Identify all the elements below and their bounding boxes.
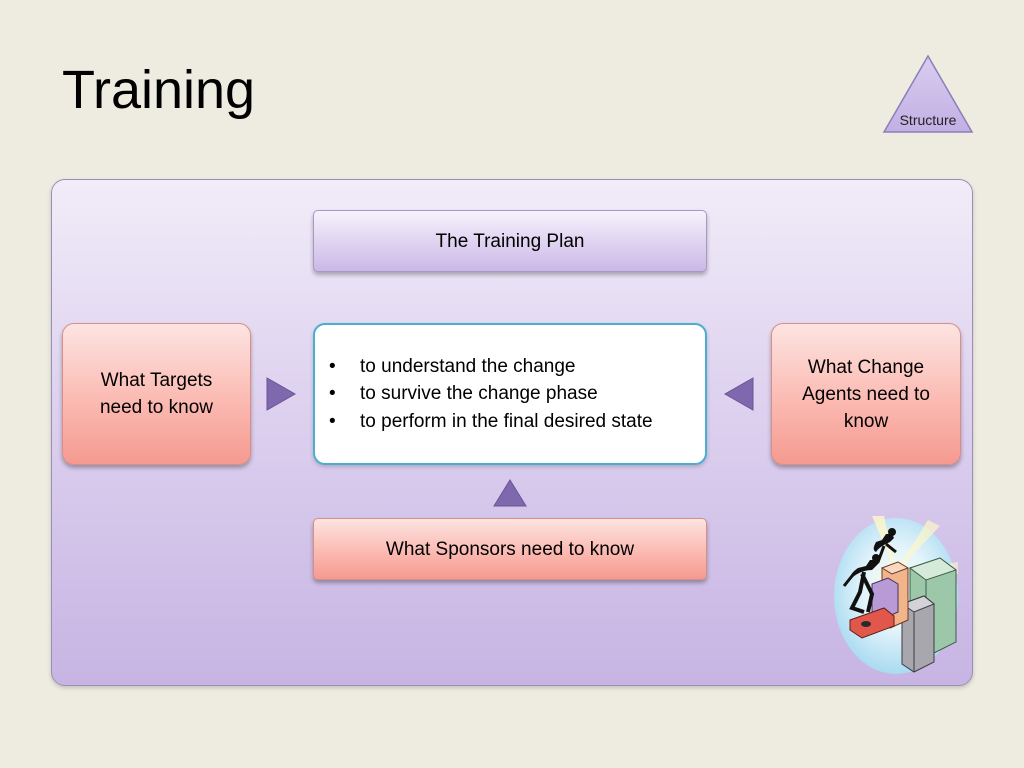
- list-item: • to understand the change: [329, 353, 653, 381]
- bullet-icon: •: [329, 355, 336, 377]
- bullet-icon: •: [329, 383, 336, 405]
- change-agents-box: What Change Agents need to know: [771, 323, 961, 465]
- training-goals-list: • to understand the change • to survive …: [329, 353, 653, 436]
- goal-text: to survive the change phase: [360, 383, 598, 405]
- page-title: Training: [62, 60, 256, 120]
- arrow-up-icon: [493, 479, 527, 507]
- triangle-icon: [882, 54, 974, 133]
- structure-label: Structure: [899, 112, 957, 128]
- businessman-climbing-skyscraper-icon: [834, 516, 958, 674]
- sponsors-box: What Sponsors need to know: [313, 518, 707, 580]
- list-item: • to survive the change phase: [329, 380, 653, 408]
- sponsors-label: What Sponsors need to know: [385, 538, 635, 560]
- list-item: • to perform in the final desired state: [329, 408, 653, 436]
- arrow-left-icon: [723, 377, 754, 411]
- goal-text: to perform in the final desired state: [360, 410, 653, 432]
- training-plan-box: The Training Plan: [313, 210, 707, 272]
- training-plan-label: The Training Plan: [435, 230, 585, 252]
- arrow-right-icon: [266, 377, 297, 411]
- change-agents-label: What Change Agents need to know: [802, 356, 930, 432]
- targets-label: What Targets need to know: [99, 370, 214, 418]
- goal-text: to understand the change: [360, 355, 576, 377]
- targets-box: What Targets need to know: [62, 323, 251, 465]
- training-goals-box: • to understand the change • to survive …: [313, 323, 707, 465]
- bullet-icon: •: [329, 410, 336, 432]
- structure-badge: Structure: [882, 54, 974, 134]
